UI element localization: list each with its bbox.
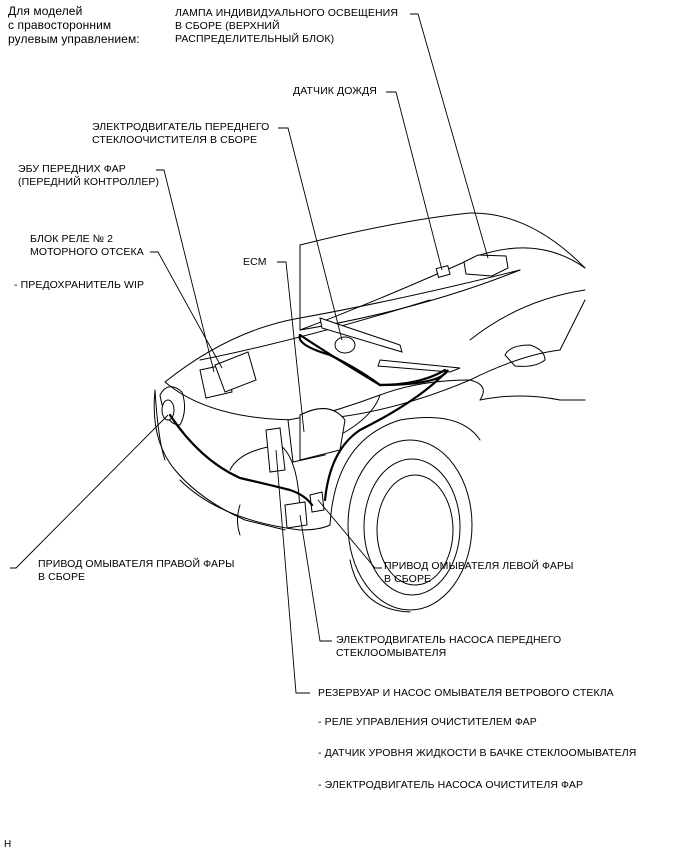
label-washer-pump-motor: ЭЛЕКТРОДВИГАТЕЛЬ НАСОСА ПЕРЕДНЕГО СТЕКЛО… <box>336 634 562 659</box>
leader-lamp <box>410 13 489 259</box>
leader-ecm <box>277 261 305 433</box>
label-rain-sensor: ДАТЧИК ДОЖДЯ <box>293 85 377 97</box>
side-window <box>469 289 586 341</box>
wiper-motor-body <box>334 336 356 354</box>
leader-ecu <box>156 169 215 373</box>
harness-hood <box>298 333 447 387</box>
bumper-lip <box>237 504 241 536</box>
leader-right-washer <box>10 414 169 569</box>
label-headlamp-ecu: ЭБУ ПЕРЕДНИХ ФАР (ПЕРЕДНИЙ КОНТРОЛЛЕР) <box>18 163 160 188</box>
label-right-washer: ПРИВОД ОМЫВАТЕЛЯ ПРАВОЙ ФАРЫ В СБОРЕ <box>38 558 235 583</box>
label-relay-block: БЛОК РЕЛЕ № 2 МОТОРНОГО ОТСЕКА <box>30 233 144 258</box>
wheel-arch <box>329 417 481 526</box>
left-fender <box>379 379 484 401</box>
door-line <box>479 395 586 401</box>
relay-block-box <box>214 351 257 393</box>
footer-code: H <box>4 839 12 850</box>
wiper-arm <box>377 359 461 373</box>
label-ecm: ECM <box>243 256 267 268</box>
label-reservoir: РЕЗЕРВУАР И НАСОС ОМЫВАТЕЛЯ ВЕТРОВОГО СТ… <box>318 687 614 699</box>
hood-crease <box>199 299 431 361</box>
hood-rear <box>299 269 521 331</box>
harness-hood-2 <box>298 333 449 502</box>
wheel-lower <box>349 559 411 613</box>
label-fuse-wip: - ПРЕДОХРАНИТЕЛЬ WIP <box>14 279 145 291</box>
leader-relay <box>150 251 223 369</box>
header-note: Для моделей с правосторонним рулевым упр… <box>8 4 140 46</box>
fascia-left <box>154 389 166 461</box>
label-sub-level: - ДАТЧИК УРОВНЯ ЖИДКОСТИ В БАЧКЕ СТЕКЛОО… <box>318 747 637 759</box>
side-body-line <box>469 299 586 381</box>
left-washer-nozzle <box>309 491 325 513</box>
leader-rain <box>386 91 443 271</box>
engine-cover <box>299 408 346 461</box>
front-wheel-rim <box>376 474 454 586</box>
leader-reservoir <box>275 449 310 694</box>
reservoir-tank <box>265 427 286 473</box>
label-sub-relay: - РЕЛЕ УПРАВЛЕНИЯ ОЧИСТИТЕЛЕМ ФАР <box>318 716 537 728</box>
harness-front <box>168 413 314 507</box>
front-wheel-outer <box>347 439 473 611</box>
label-lamp: ЛАМПА ИНДИВИДУАЛЬНОГО ОСВЕЩЕНИЯ В СБОРЕ … <box>175 7 399 45</box>
front-wheel-tire <box>363 458 461 596</box>
side-mirror <box>504 344 546 367</box>
hood-outline <box>164 269 521 383</box>
windshield-outline <box>299 212 586 269</box>
leader-pump-motor <box>299 514 332 642</box>
leader-left-washer <box>317 499 382 569</box>
label-wiper-motor: ЭЛЕКТРОДВИГАТЕЛЬ ПЕРЕДНЕГО СТЕКЛООЧИСТИТ… <box>92 121 270 146</box>
leader-wiper <box>278 127 343 341</box>
label-left-washer: ПРИВОД ОМЫВАТЕЛЯ ЛЕВОЙ ФАРЫ В СБОРЕ <box>384 560 574 585</box>
rain-sensor-part <box>435 264 451 278</box>
wiper-linkage <box>319 317 403 353</box>
lamp-module <box>463 254 509 277</box>
pump-motor <box>284 501 308 529</box>
label-sub-cleaner-motor: - ЭЛЕКТРОДВИГАТЕЛЬ НАСОСА ОЧИСТИТЕЛЯ ФАР <box>318 779 584 791</box>
